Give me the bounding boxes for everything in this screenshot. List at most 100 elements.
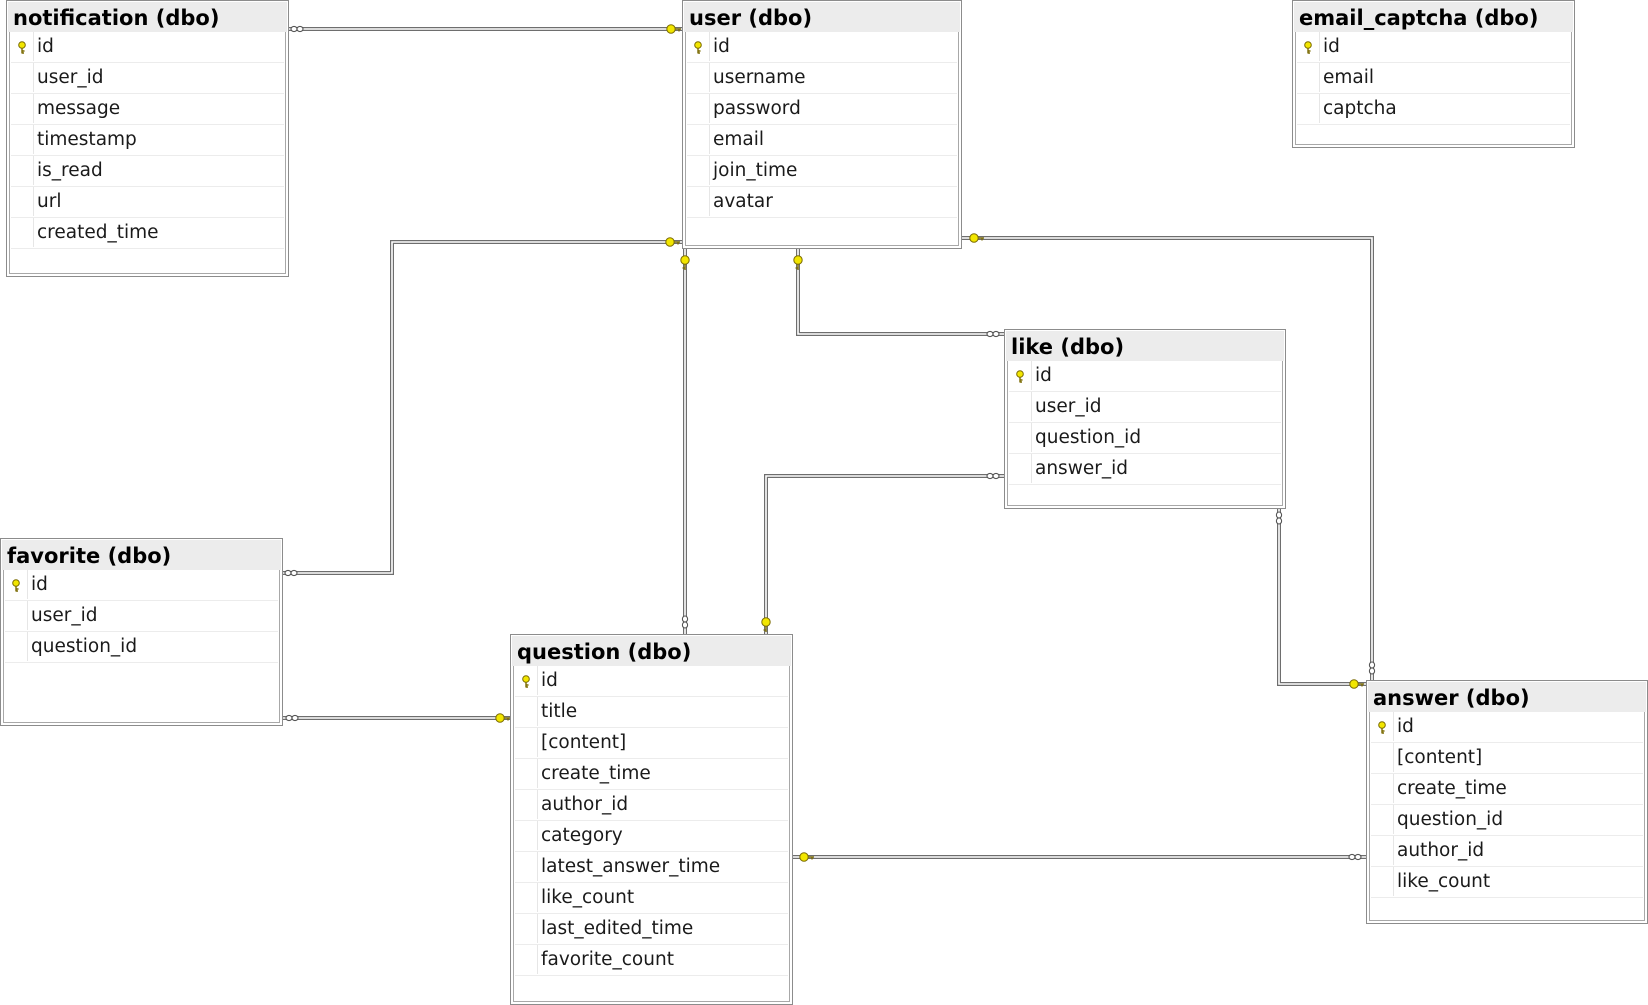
column-row[interactable]: like_count bbox=[1371, 867, 1643, 898]
row-selector[interactable] bbox=[515, 945, 538, 974]
row-selector[interactable] bbox=[515, 697, 538, 726]
row-selector[interactable] bbox=[11, 94, 34, 123]
relationship-question-answer[interactable] bbox=[793, 852, 1366, 862]
column-row[interactable]: create_time bbox=[1371, 774, 1643, 805]
column-row[interactable]: timestamp bbox=[11, 125, 284, 156]
table-title[interactable]: notification (dbo) bbox=[8, 2, 287, 32]
row-selector[interactable] bbox=[515, 666, 538, 695]
row-selector[interactable] bbox=[11, 187, 34, 216]
column-row[interactable]: id bbox=[687, 32, 957, 63]
row-selector[interactable] bbox=[11, 156, 34, 185]
row-selector[interactable] bbox=[5, 570, 28, 599]
column-row[interactable]: create_time bbox=[515, 759, 788, 790]
row-selector[interactable] bbox=[1371, 712, 1394, 741]
column-row[interactable]: captcha bbox=[1297, 94, 1570, 125]
row-selector[interactable] bbox=[11, 218, 34, 247]
column-row[interactable]: answer_id bbox=[1009, 454, 1281, 485]
row-selector[interactable] bbox=[1371, 867, 1394, 896]
row-selector[interactable] bbox=[5, 632, 28, 661]
relationship-user-favorite[interactable] bbox=[283, 237, 682, 577]
relationship-user-answer[interactable] bbox=[962, 233, 1376, 680]
row-selector[interactable] bbox=[1371, 836, 1394, 865]
column-row[interactable]: url bbox=[11, 187, 284, 218]
column-row[interactable]: id bbox=[515, 666, 788, 697]
column-row[interactable]: join_time bbox=[687, 156, 957, 187]
column-row[interactable]: last_edited_time bbox=[515, 914, 788, 945]
row-selector[interactable] bbox=[515, 852, 538, 881]
column-row[interactable]: author_id bbox=[515, 790, 788, 821]
row-selector[interactable] bbox=[1297, 63, 1320, 92]
column-row[interactable]: id bbox=[1371, 712, 1643, 743]
relationship-answer-like[interactable] bbox=[1275, 509, 1366, 689]
column-row[interactable]: favorite_count bbox=[515, 945, 788, 976]
column-row[interactable]: latest_answer_time bbox=[515, 852, 788, 883]
column-row[interactable]: email bbox=[1297, 63, 1570, 94]
table-title[interactable]: answer (dbo) bbox=[1368, 682, 1646, 712]
column-row[interactable]: user_id bbox=[11, 63, 284, 94]
row-selector[interactable] bbox=[11, 125, 34, 154]
column-row[interactable]: id bbox=[11, 32, 284, 63]
column-row[interactable]: created_time bbox=[11, 218, 284, 249]
row-selector[interactable] bbox=[515, 728, 538, 757]
row-selector[interactable] bbox=[1009, 454, 1032, 483]
row-selector[interactable] bbox=[1009, 392, 1032, 421]
row-selector[interactable] bbox=[515, 821, 538, 850]
table-title[interactable]: question (dbo) bbox=[512, 636, 791, 666]
row-selector[interactable] bbox=[687, 156, 710, 185]
column-row[interactable]: [content] bbox=[1371, 743, 1643, 774]
column-row[interactable]: email bbox=[687, 125, 957, 156]
row-selector[interactable] bbox=[11, 63, 34, 92]
row-selector[interactable] bbox=[687, 63, 710, 92]
column-row[interactable]: avatar bbox=[687, 187, 957, 218]
column-row[interactable]: password bbox=[687, 94, 957, 125]
column-row[interactable]: id bbox=[5, 570, 278, 601]
row-selector[interactable] bbox=[1371, 743, 1394, 772]
column-row[interactable]: question_id bbox=[1371, 805, 1643, 836]
column-row[interactable]: category bbox=[515, 821, 788, 852]
row-selector[interactable] bbox=[515, 790, 538, 819]
row-selector[interactable] bbox=[1009, 423, 1032, 452]
row-selector[interactable] bbox=[687, 32, 710, 61]
relationship-question-favorite[interactable] bbox=[283, 713, 510, 723]
table-title[interactable]: email_captcha (dbo) bbox=[1294, 2, 1573, 32]
column-row[interactable]: message bbox=[11, 94, 284, 125]
column-row[interactable]: username bbox=[687, 63, 957, 94]
row-selector[interactable] bbox=[687, 94, 710, 123]
relationship-question-like[interactable] bbox=[761, 472, 1004, 634]
row-selector[interactable] bbox=[5, 601, 28, 630]
row-selector[interactable] bbox=[1297, 94, 1320, 123]
row-selector[interactable] bbox=[515, 759, 538, 788]
column-row[interactable]: question_id bbox=[5, 632, 278, 663]
column-row[interactable]: is_read bbox=[11, 156, 284, 187]
column-row[interactable]: author_id bbox=[1371, 836, 1643, 867]
row-selector[interactable] bbox=[1371, 774, 1394, 803]
relationship-user-notification[interactable] bbox=[289, 24, 682, 34]
row-selector[interactable] bbox=[515, 883, 538, 912]
row-selector[interactable] bbox=[687, 187, 710, 216]
relationship-user-question[interactable] bbox=[680, 249, 690, 634]
relationship-user-like[interactable] bbox=[793, 249, 1004, 338]
column-row[interactable]: user_id bbox=[1009, 392, 1281, 423]
column-row[interactable]: id bbox=[1009, 361, 1281, 392]
row-selector[interactable] bbox=[11, 32, 34, 61]
row-selector[interactable] bbox=[1297, 32, 1320, 61]
column-row[interactable]: user_id bbox=[5, 601, 278, 632]
column-row[interactable]: id bbox=[1297, 32, 1570, 63]
column-row[interactable]: [content] bbox=[515, 728, 788, 759]
row-selector[interactable] bbox=[1371, 805, 1394, 834]
row-selector[interactable] bbox=[687, 125, 710, 154]
column-row[interactable]: question_id bbox=[1009, 423, 1281, 454]
table-title[interactable]: favorite (dbo) bbox=[2, 540, 281, 570]
table-title[interactable]: user (dbo) bbox=[684, 2, 960, 32]
row-selector[interactable] bbox=[1009, 361, 1032, 390]
column-row[interactable]: title bbox=[515, 697, 788, 728]
row-selector[interactable] bbox=[515, 914, 538, 943]
table-title[interactable]: like (dbo) bbox=[1006, 331, 1284, 361]
